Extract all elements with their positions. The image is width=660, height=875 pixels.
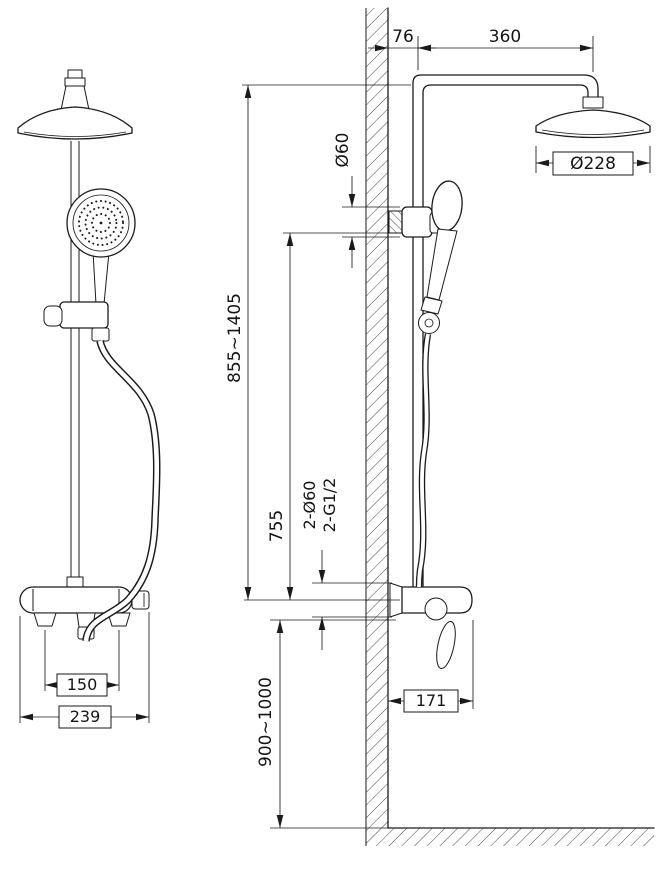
spray-nozzle-ring xyxy=(84,206,118,240)
dimension-valve-reach: 171 xyxy=(388,620,474,713)
mounting-height-label: 900~1000 xyxy=(256,677,276,767)
dim-box xyxy=(56,673,108,697)
mixer-valve-side xyxy=(389,582,473,670)
spray-nozzle-ring xyxy=(91,213,111,233)
side-view: 76 360 Ø228 Ø60 855~1405 xyxy=(225,7,655,846)
bracket-diameter-label: Ø60 xyxy=(333,132,353,167)
bracket-flange xyxy=(401,206,433,238)
head-connector-front xyxy=(60,69,90,111)
hand-shower-side xyxy=(418,180,463,334)
dimension-mounting-height: 900~1000 xyxy=(256,619,396,829)
dim-box xyxy=(552,151,634,176)
bracket-body xyxy=(59,301,109,329)
head-dome xyxy=(535,109,651,139)
hose-nut xyxy=(420,296,443,315)
slider-bracket-front xyxy=(43,301,110,342)
dimension-bracket-height: 755 xyxy=(267,232,398,600)
wall-offset-label: 76 xyxy=(392,27,414,47)
dimension-column-height: 855~1405 xyxy=(225,84,411,601)
shower-hose-side xyxy=(415,333,432,588)
wall-section xyxy=(365,7,389,846)
hose-nut xyxy=(91,327,110,342)
lever-handle xyxy=(436,620,456,670)
bracket-knob xyxy=(43,305,63,327)
lever-pivot xyxy=(424,597,448,621)
head-dome xyxy=(17,106,133,140)
head-diameter-label: Ø228 xyxy=(570,154,616,174)
mixer-valve-front xyxy=(19,576,150,640)
inlet-thread-label: 2-G1/2 xyxy=(320,478,339,533)
rain-shower-head-front xyxy=(17,106,133,140)
spray-nozzle-ring xyxy=(78,200,124,246)
dim-box xyxy=(403,689,459,713)
bracket-knob xyxy=(388,210,403,234)
inlet-left xyxy=(33,612,57,627)
head-connector-nut xyxy=(582,96,604,109)
dimension-inlet-spacing: 150 xyxy=(44,630,120,697)
dimension-bracket-diameter: Ø60 xyxy=(333,132,400,268)
rain-shower-head-side xyxy=(535,109,651,139)
dimension-wall-offset: 76 xyxy=(368,27,436,70)
wall-hatch xyxy=(366,8,388,846)
head-rim-line xyxy=(541,129,645,135)
inlet-spacing-label: 150 xyxy=(67,675,98,694)
inlet-diameter-label: 2-Ø60 xyxy=(300,481,319,530)
hose-connector xyxy=(418,312,440,334)
arm-reach-label: 360 xyxy=(489,27,521,47)
head-rim-line xyxy=(23,131,127,137)
dimension-head-diameter: Ø228 xyxy=(535,146,651,176)
valve-width-label: 239 xyxy=(70,707,101,726)
hand-shower-handle xyxy=(92,251,110,305)
dimension-valve-width: 239 xyxy=(19,612,150,729)
front-view: 150 239 xyxy=(17,69,161,729)
dimension-inlet-connections: 2-Ø60 2-G1/2 xyxy=(300,478,392,650)
hand-shower-front xyxy=(66,188,136,305)
dimension-arm-reach: 360 xyxy=(418,27,594,72)
connector-nut xyxy=(67,69,83,79)
inlet-right xyxy=(107,612,131,627)
connector-collar xyxy=(64,77,86,87)
shower-arm-and-riser-side xyxy=(412,74,604,588)
column-height-label: 855~1405 xyxy=(225,293,245,383)
shower-hose-front xyxy=(82,339,161,642)
hand-shower-grip xyxy=(426,228,458,301)
valve-reach-label: 171 xyxy=(416,691,447,710)
bracket-height-label: 755 xyxy=(267,510,287,542)
floor-section xyxy=(387,827,655,846)
dim-box xyxy=(58,705,112,729)
floor-hatch xyxy=(388,828,654,846)
